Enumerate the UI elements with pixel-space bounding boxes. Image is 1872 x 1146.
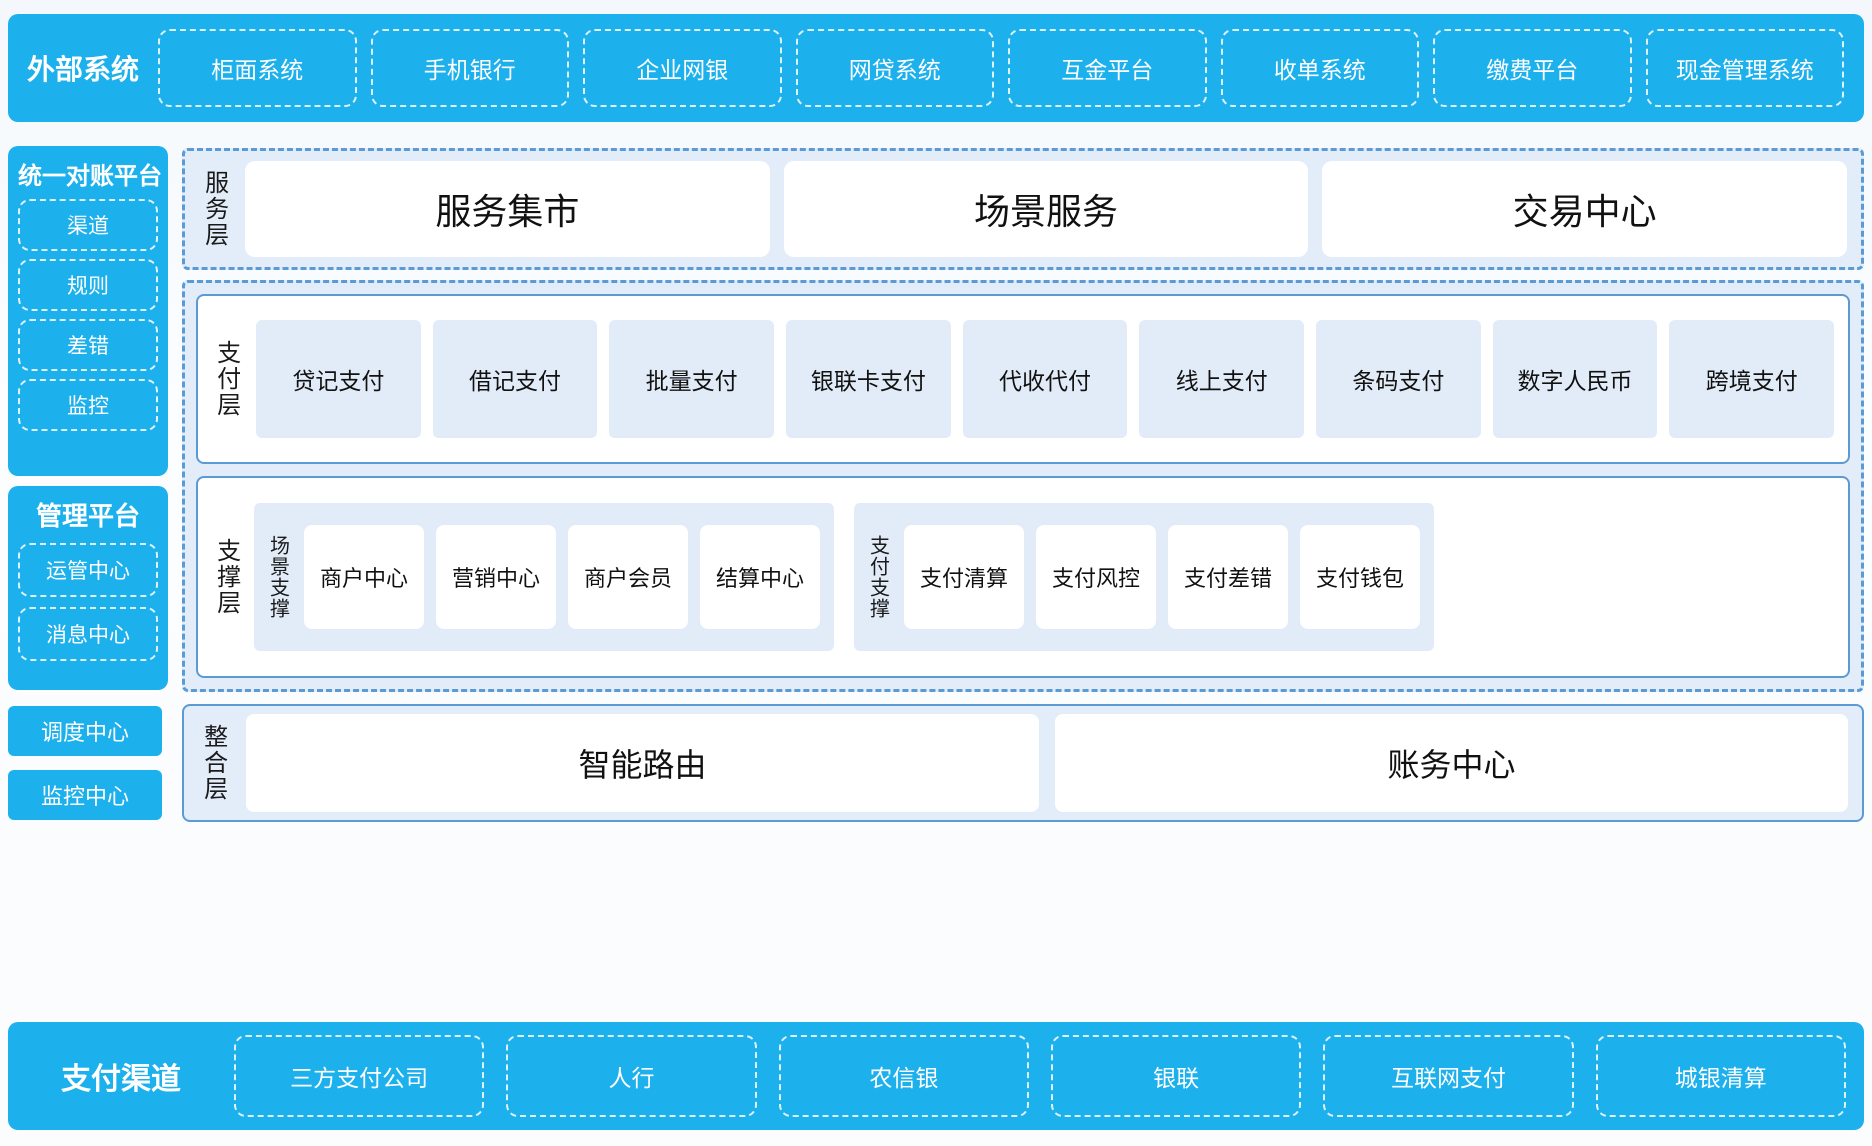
integration-layer-label: 整合层 <box>199 724 227 802</box>
support-card-pay-error[interactable]: 支付差错 <box>1168 525 1288 629</box>
pay-card-unionpay[interactable]: 银联卡支付 <box>786 320 951 438</box>
mgmt-item-operations-center[interactable]: 运管中心 <box>18 543 158 597</box>
channel-item-unionpay[interactable]: 银联 <box>1050 1035 1302 1117</box>
payment-channels-bar: 支付渠道 三方支付公司 人行 农信银 银联 互联网支付 城银清算 <box>8 1022 1864 1130</box>
support-card-marketing-center[interactable]: 营销中心 <box>436 525 556 629</box>
dispatch-center-button[interactable]: 调度中心 <box>8 706 162 756</box>
pay-card-online[interactable]: 线上支付 <box>1139 320 1305 438</box>
recon-item-channel[interactable]: 渠道 <box>18 199 158 251</box>
external-system-item[interactable]: 柜面系统 <box>158 29 357 107</box>
support-card-pay-clearing[interactable]: 支付清算 <box>904 525 1024 629</box>
payment-layer-row: 支付层 贷记支付 借记支付 批量支付 银联卡支付 代收代付 线上支付 条码支付 … <box>208 296 1835 462</box>
service-card-scenario[interactable]: 场景服务 <box>783 161 1309 257</box>
pay-card-barcode[interactable]: 条码支付 <box>1316 320 1481 438</box>
support-layer-row: 支撑层 场景支撑 商户中心 营销中心 商户会员 结算中心 支付支撑 支付清算 支… <box>208 478 1836 676</box>
support-card-merchant-member[interactable]: 商户会员 <box>568 525 688 629</box>
service-card-marketplace[interactable]: 服务集市 <box>245 161 770 257</box>
management-platform-title: 管理平台 <box>35 501 140 531</box>
payment-layer-label: 支付层 <box>212 340 240 418</box>
integration-card-smart-routing[interactable]: 智能路由 <box>246 714 1039 812</box>
pay-card-batch[interactable]: 批量支付 <box>609 320 775 438</box>
reconciliation-platform-panel: 统一对账平台 渠道 规则 差错 监控 <box>8 146 168 476</box>
recon-item-rule[interactable]: 规则 <box>18 259 158 311</box>
monitor-center-button[interactable]: 监控中心 <box>8 770 162 820</box>
pay-card-crossborder[interactable]: 跨境支付 <box>1669 320 1835 438</box>
channel-item-city-clearing[interactable]: 城银清算 <box>1595 1035 1846 1117</box>
scene-support-group: 场景支撑 商户中心 营销中心 商户会员 结算中心 <box>254 503 834 651</box>
mgmt-item-message-center[interactable]: 消息中心 <box>18 607 158 661</box>
external-systems-list: 柜面系统 手机银行 企业网银 网贷系统 互金平台 收单系统 缴费平台 现金管理系… <box>158 29 1848 107</box>
support-card-pay-wallet[interactable]: 支付钱包 <box>1300 525 1420 629</box>
service-card-transaction[interactable]: 交易中心 <box>1322 161 1848 257</box>
support-card-pay-riskcontrol[interactable]: 支付风控 <box>1036 525 1156 629</box>
external-system-item[interactable]: 缴费平台 <box>1433 29 1632 107</box>
recon-item-monitor[interactable]: 监控 <box>18 379 158 431</box>
payment-layer-box: 支付层 贷记支付 借记支付 批量支付 银联卡支付 代收代付 线上支付 条码支付 … <box>196 294 1850 464</box>
payment-support-label: 支付支撑 <box>866 535 889 619</box>
pay-card-ecny[interactable]: 数字人民币 <box>1492 320 1658 438</box>
recon-item-error[interactable]: 差错 <box>18 319 158 371</box>
external-system-item[interactable]: 现金管理系统 <box>1645 29 1844 107</box>
support-card-settlement-center[interactable]: 结算中心 <box>700 525 820 629</box>
management-platform-panel: 管理平台 运管中心 消息中心 <box>8 486 168 690</box>
support-card-merchant-center[interactable]: 商户中心 <box>304 525 424 629</box>
pay-card-collection[interactable]: 代收代付 <box>962 320 1128 438</box>
reconciliation-platform-items: 渠道 规则 差错 监控 <box>18 199 158 441</box>
external-system-item[interactable]: 互金平台 <box>1008 29 1207 107</box>
external-systems-bar: 外部系统 柜面系统 手机银行 企业网银 网贷系统 互金平台 收单系统 缴费平台 … <box>8 14 1864 122</box>
support-layer-label: 支撑层 <box>212 538 240 616</box>
scene-support-label: 场景支撑 <box>266 535 289 619</box>
service-layer-row: 服务层 服务集市 场景服务 交易中心 <box>197 161 1848 257</box>
external-system-item[interactable]: 网贷系统 <box>795 29 994 107</box>
payment-support-group: 支付支撑 支付清算 支付风控 支付差错 支付钱包 <box>854 503 1434 651</box>
integration-layer-row: 整合层 智能路由 账务中心 <box>196 714 1848 812</box>
management-platform-items: 运管中心 消息中心 <box>18 543 158 671</box>
payment-channels-list: 三方支付公司 人行 农信银 银联 互联网支付 城银清算 <box>234 1035 1846 1117</box>
service-layer-label: 服务层 <box>200 170 228 248</box>
external-systems-title: 外部系统 <box>26 54 139 85</box>
channel-item-thirdparty[interactable]: 三方支付公司 <box>234 1035 485 1117</box>
channel-item-internet-payment[interactable]: 互联网支付 <box>1323 1035 1574 1117</box>
service-layer-panel: 服务层 服务集市 场景服务 交易中心 <box>182 148 1864 270</box>
pay-card-credit[interactable]: 贷记支付 <box>256 320 421 438</box>
support-layer-box: 支撑层 场景支撑 商户中心 营销中心 商户会员 结算中心 支付支撑 支付清算 支… <box>196 476 1850 678</box>
reconciliation-platform-title: 统一对账平台 <box>18 163 162 190</box>
external-system-item[interactable]: 收单系统 <box>1220 29 1419 107</box>
integration-card-accounting-center[interactable]: 账务中心 <box>1055 714 1848 812</box>
channel-item-pboc[interactable]: 人行 <box>506 1035 757 1117</box>
integration-layer-panel: 整合层 智能路由 账务中心 <box>182 704 1864 822</box>
external-system-item[interactable]: 手机银行 <box>370 29 569 107</box>
external-system-item[interactable]: 企业网银 <box>583 29 782 107</box>
payment-channels-title: 支付渠道 <box>61 1063 181 1096</box>
channel-item-rcc[interactable]: 农信银 <box>778 1035 1029 1117</box>
pay-card-debit[interactable]: 借记支付 <box>432 320 598 438</box>
